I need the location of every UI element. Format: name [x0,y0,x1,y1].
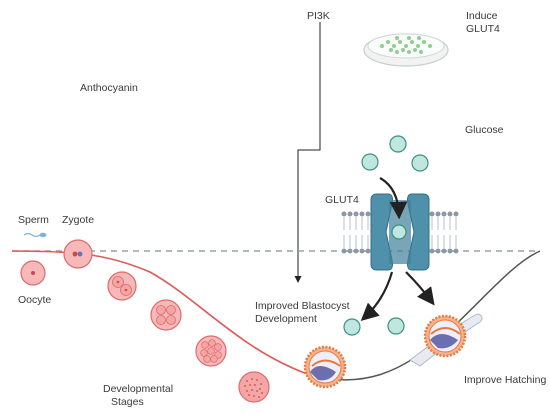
zygote-embryo [63,239,93,269]
glucose-entry-arrow [379,177,408,220]
improved-blastocyst-label-line2: Development [255,313,317,325]
glut4-label: GLUT4 [325,194,359,206]
morula-embryo [238,371,270,403]
pi3k-label: PI3K [307,10,330,22]
hatching-arrow [405,271,435,306]
improved-blastocyst-label-line1: Improved Blastocyst [255,300,350,312]
sperm-label: Sperm [18,214,49,226]
glucose-molecules [343,135,429,336]
glucose-label: Glucose [465,124,504,136]
blastocyst-arrow [360,271,394,321]
pi3k-pathway-arrow [294,22,321,283]
induce-glut4-label-line2: GLUT4 [466,23,500,35]
four-cell-embryo [150,299,182,331]
induce-glut4-label-line1: Induce [466,10,498,22]
anthocyanin-label: Anthocyanin [80,82,138,94]
eight-cell-embryo [195,335,227,367]
zygote-label: Zygote [62,214,95,226]
cell-membrane [341,211,459,254]
improve-hatching-label: Improve Hatching [464,374,547,386]
blastocyst-embryo [303,345,347,389]
sperm-icon [23,232,47,238]
developmental-stages-label-line1: Developmental [103,383,174,395]
developmental-stages-label-line2: Stages [111,396,144,408]
petri-dish-icon [363,33,449,67]
oocyte-label: Oocyte [18,294,52,306]
two-cell-embryo [107,271,137,301]
oocyte-embryo [20,260,46,286]
hatching-blastocyst [409,313,483,367]
